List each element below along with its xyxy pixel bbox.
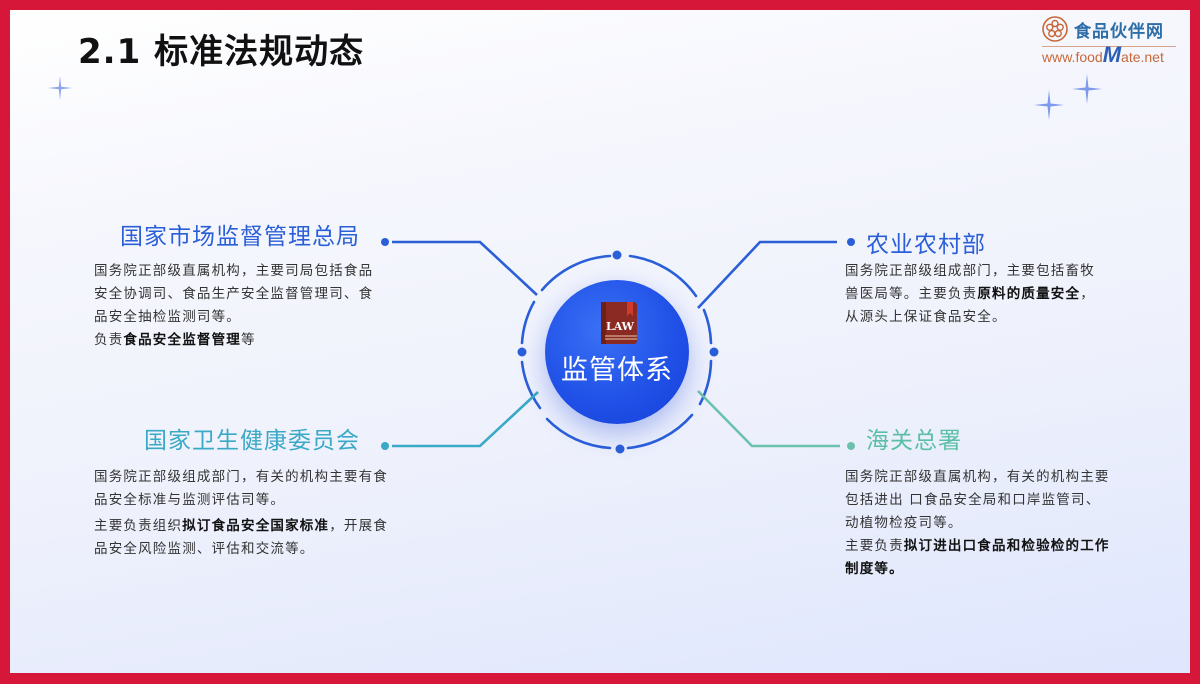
logo-divider xyxy=(1042,46,1176,47)
logo-url-suffix: ate.net xyxy=(1121,49,1164,65)
desc-line: 国务院正部级直属机构，有关的机构主要 xyxy=(845,469,1110,485)
duty-line: 兽医局等。主要负责原料的质量安全， xyxy=(845,283,1145,306)
connector-moa xyxy=(697,240,837,309)
sparkle-icon xyxy=(1034,90,1064,120)
desc-line: 安全协调司、食品生产安全监督管理司、食 xyxy=(94,286,374,302)
ring-arc xyxy=(698,359,713,406)
center-label: 监管体系 xyxy=(561,355,673,386)
ring-arc xyxy=(545,417,612,450)
duty-suffix: ， xyxy=(1080,286,1095,302)
node-desc-nhc: 国务院正部级组成部门，有关的机构主要有食 品安全标准与监测评估司等。 主要负责组… xyxy=(94,466,434,561)
connector-dot-moa xyxy=(847,238,855,246)
ring-arc xyxy=(520,360,542,410)
foodmate-logo[interactable]: 食品伙伴网 www.foodMate.net xyxy=(1042,16,1182,72)
node-desc-samr: 国务院正部级直属机构，主要司局包括食品 安全协调司、食品生产安全监督管理司、食 … xyxy=(94,260,414,352)
ring-dot xyxy=(615,444,625,454)
logo-url-m: M xyxy=(1102,42,1122,67)
duty-prefix: 主要负责组织 xyxy=(94,518,183,534)
duty-highlight: 原料的质量安全 xyxy=(977,286,1081,302)
sparkle-icon xyxy=(48,76,72,100)
desc-line: 动植物检疫司等。 xyxy=(845,515,963,531)
duty-line: 负责食品安全监督管理等 xyxy=(94,329,414,352)
desc-line: 从源头上保证食品安全。 xyxy=(845,309,1007,325)
connector-samr xyxy=(392,240,538,296)
duty-suffix: 等 xyxy=(241,332,256,348)
connector-dot-nhc xyxy=(381,442,389,450)
duty-highlight: 拟订食品安全国家标准 xyxy=(182,518,330,534)
duty-highlight: 拟订进出口食品和检验检的工作 xyxy=(903,538,1110,554)
connector-diagram xyxy=(381,238,855,454)
node-title-nhc: 国家卫生健康委员会 xyxy=(144,428,360,454)
duty-highlight: 制度等。 xyxy=(845,561,904,577)
connector-dot-samr xyxy=(381,238,389,246)
desc-line: 品安全抽检监测司等。 xyxy=(94,309,241,325)
duty-line: 主要负责组织拟订食品安全国家标准，开展食 xyxy=(94,515,434,538)
logo-url: www.foodMate.net xyxy=(1042,44,1164,66)
connector-gac xyxy=(697,390,840,448)
ring-arc xyxy=(520,300,536,345)
law-book-icon: LAW xyxy=(601,302,637,344)
duty-prefix: 兽医局等。主要负责 xyxy=(845,286,978,302)
page-title: 2.1 标准法规动态 xyxy=(78,32,365,72)
logo-url-prefix: www.food xyxy=(1042,49,1103,65)
node-desc-gac: 国务院正部级直属机构，有关的机构主要 包括进出 口食品安全局和口岸监管司、 动植… xyxy=(845,466,1155,581)
duty-suffix: ，开展食 xyxy=(329,518,389,534)
desc-line: 国务院正部级组成部门，有关的机构主要有食 xyxy=(94,469,388,485)
ring-dot xyxy=(517,347,527,357)
node-title-gac: 海关总署 xyxy=(866,428,962,454)
ring-arc xyxy=(626,413,694,450)
duty-prefix: 主要负责 xyxy=(845,538,904,554)
ring-arc xyxy=(702,308,713,345)
flower-logo-icon xyxy=(1042,16,1068,42)
duty-line: 主要负责拟订进出口食品和检验检的工作 xyxy=(845,535,1155,558)
duty-highlight: 食品安全监督管理 xyxy=(123,332,242,348)
node-title-moa: 农业农村部 xyxy=(866,232,986,258)
desc-line: 国务院正部级直属机构，主要司局包括食品 xyxy=(94,263,374,279)
ring-arc xyxy=(540,254,612,292)
duty-line-2: 制度等。 xyxy=(845,558,1155,581)
ring-dot xyxy=(612,250,622,260)
connector-nhc xyxy=(392,391,539,448)
logo-name: 食品伙伴网 xyxy=(1074,21,1164,42)
desc-line: 国务院正部级组成部门，主要包括畜牧 xyxy=(845,263,1095,279)
desc-line: 包括进出 口食品安全局和口岸监管司、 xyxy=(845,492,1101,508)
desc-line: 品安全标准与监测评估司等。 xyxy=(94,492,286,508)
ring-arc xyxy=(628,254,698,298)
node-desc-moa: 国务院正部级组成部门，主要包括畜牧 兽医局等。主要负责原料的质量安全， 从源头上… xyxy=(845,260,1145,329)
duty-line-2: 品安全风险监测、评估和交流等。 xyxy=(94,541,315,557)
slide: 2.1 标准法规动态 食品伙伴网 www.foodMat xyxy=(10,10,1190,673)
connector-dot-gac xyxy=(847,442,855,450)
node-title-samr: 国家市场监督管理总局 xyxy=(120,224,360,250)
law-book-label: LAW xyxy=(606,320,635,333)
ring-dot xyxy=(709,347,719,357)
sparkle-icon xyxy=(1072,74,1102,104)
duty-prefix: 负责 xyxy=(94,332,124,348)
